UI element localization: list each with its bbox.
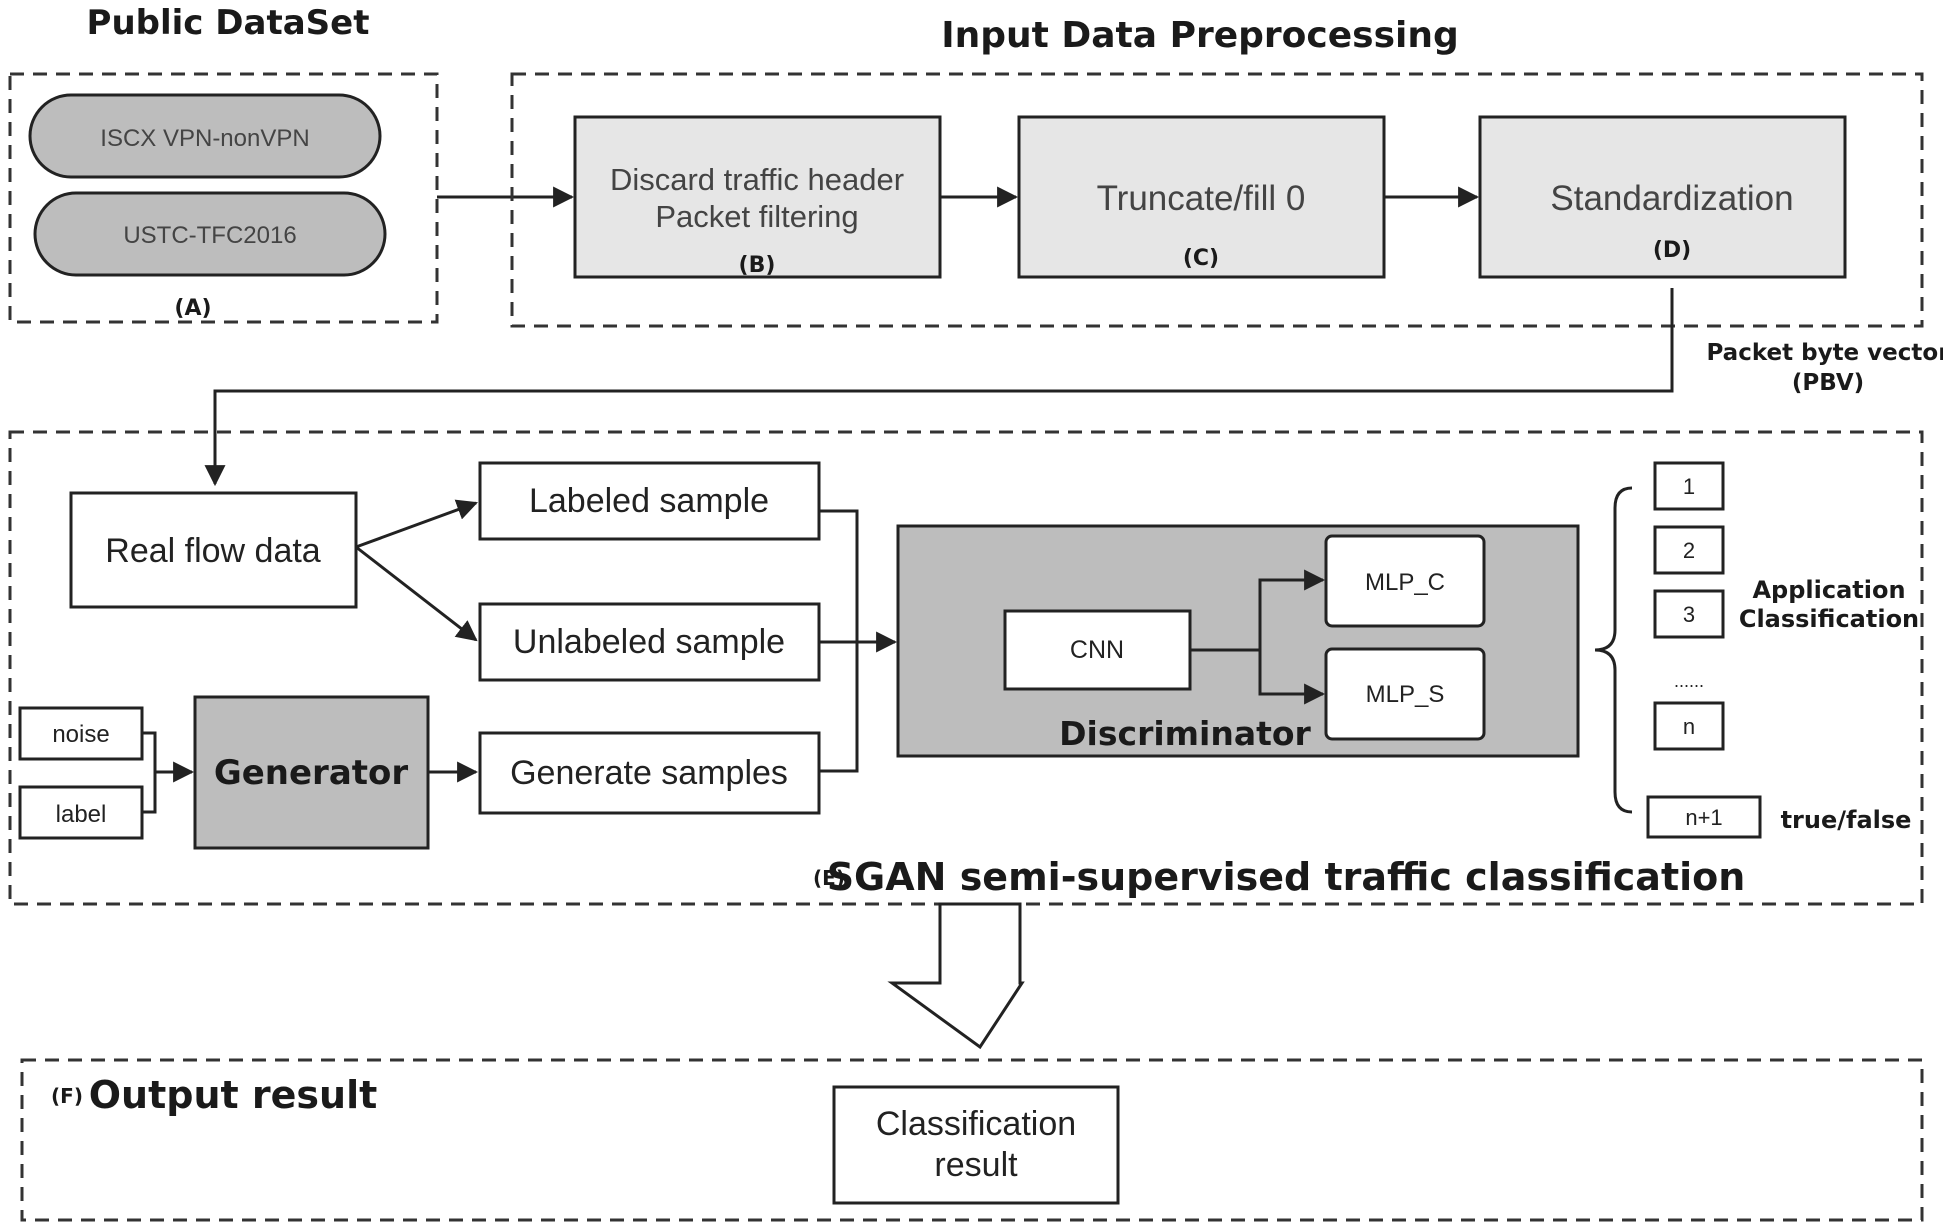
- section-e-tag: (E): [813, 866, 845, 890]
- output-title: Output result: [89, 1073, 378, 1117]
- down-arrow: [887, 902, 1025, 1050]
- step-c-label: Truncate/fill 0: [1097, 179, 1306, 218]
- connector-labeled: [819, 509, 859, 642]
- arrow-cnn-to-mlp-s: [1258, 650, 1326, 705]
- step-b-line1: Discard traffic header: [610, 162, 904, 197]
- application-classification-line2: Classification: [1739, 605, 1919, 633]
- mlp-c-label: MLP_C: [1365, 569, 1445, 596]
- section-a-tag: (A): [174, 296, 211, 321]
- arrow-real-to-unlabeled: [355, 545, 478, 642]
- class-1-box: [1653, 461, 1725, 511]
- class-2-label: 2: [1683, 538, 1695, 563]
- step-b-tag: (B): [739, 253, 776, 278]
- class-3-label: 3: [1683, 602, 1695, 627]
- step-b-line2: Packet filtering: [655, 199, 858, 234]
- class-3-box: [1653, 589, 1725, 639]
- dataset-ustc-label: USTC-TFC2016: [123, 222, 296, 249]
- dataset-ustc-box: [33, 191, 387, 277]
- real-flow-label: Real flow data: [105, 532, 321, 570]
- classification-result-box: [832, 1085, 1120, 1205]
- step-b-box: [573, 115, 942, 279]
- public-dataset-frame: [8, 72, 439, 324]
- step-d-tag: (D): [1653, 238, 1691, 263]
- mlp-s-label: MLP_S: [1366, 681, 1445, 708]
- step-c-box: [1017, 115, 1386, 279]
- arrow-cnn-to-mlp-c: [1258, 569, 1326, 650]
- pbv-label-line2: (PBV): [1792, 370, 1864, 396]
- class-2-box: [1653, 525, 1725, 575]
- cnn-box: [1003, 609, 1192, 691]
- cnn-label: CNN: [1070, 636, 1124, 664]
- real-flow-box: [69, 491, 358, 609]
- preprocessing-frame: [510, 72, 1924, 328]
- connector-label: [142, 772, 157, 814]
- true-false-label: true/false: [1781, 806, 1912, 834]
- generator-label: Generator: [214, 753, 409, 793]
- connector-generated: [819, 642, 859, 773]
- generate-samples-box: [478, 731, 821, 815]
- labeled-sample-label: Labeled sample: [529, 482, 769, 520]
- noise-label: noise: [52, 721, 109, 748]
- class-n-plus-1-box: [1646, 795, 1762, 839]
- classification-result-line1: Classification: [876, 1105, 1076, 1143]
- output-brace: [1594, 486, 1633, 814]
- dataset-iscx-label: ISCX VPN-nonVPN: [100, 125, 309, 152]
- dataset-iscx-box: [28, 93, 382, 179]
- section-f-tag: (F): [51, 1084, 83, 1108]
- discriminator-label: Discriminator: [1059, 714, 1311, 753]
- step-c-tag: (C): [1183, 246, 1219, 271]
- arrow-pbv-to-real-flow: [204, 288, 1674, 487]
- unlabeled-sample-label: Unlabeled sample: [513, 623, 785, 661]
- public-dataset-title: Public DataSet: [87, 3, 370, 43]
- sgan-title: SGAN semi-supervised traffic classificat…: [827, 855, 1746, 899]
- label-label: label: [56, 801, 107, 828]
- mlp-s-box: [1324, 647, 1486, 741]
- labeled-sample-box: [478, 461, 821, 541]
- pbv-label-line1: Packet byte vector: [1706, 340, 1943, 366]
- step-d-box: [1478, 115, 1847, 279]
- application-classification-line1: Application: [1752, 576, 1905, 604]
- classification-result-line2: result: [934, 1146, 1018, 1184]
- class-1-label: 1: [1683, 474, 1695, 499]
- output-frame: [20, 1058, 1924, 1222]
- mlp-c-box: [1324, 534, 1486, 628]
- class-n-box: [1653, 701, 1725, 751]
- step-d-label: Standardization: [1550, 179, 1793, 218]
- class-n-plus-1-label: n+1: [1685, 805, 1722, 830]
- preprocessing-title: Input Data Preprocessing: [941, 15, 1459, 56]
- arrow-real-to-labeled: [355, 499, 478, 549]
- generator-box: [193, 695, 430, 850]
- generate-samples-label: Generate samples: [510, 754, 788, 792]
- class-ellipsis: ......: [1674, 671, 1704, 691]
- class-n-label: n: [1683, 714, 1695, 739]
- connector-noise: [142, 731, 157, 772]
